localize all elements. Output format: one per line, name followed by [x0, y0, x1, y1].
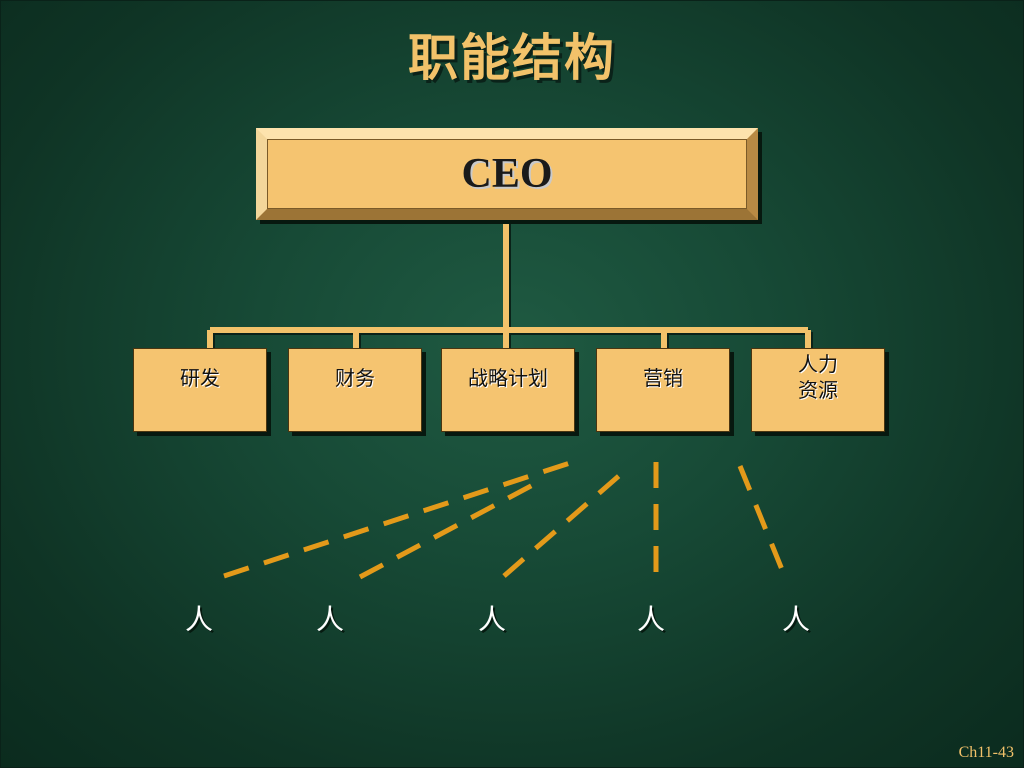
dept-box-rd: 研发: [133, 348, 267, 432]
person-4: 人: [636, 603, 665, 636]
dashed-lines: [223, 458, 788, 580]
dept-box-strategy: 战略计划: [441, 348, 575, 432]
person-5: 人: [781, 603, 810, 636]
dept-label-strategy: 战略计划: [468, 366, 548, 390]
dashed-line-3: [502, 466, 630, 578]
ceo-box-inner: CEO: [267, 139, 747, 209]
dept-box-hr: 人力 资源: [751, 348, 885, 432]
dept-box-finance: 财务: [288, 348, 422, 432]
slide-title: 职能结构: [408, 29, 616, 87]
dashed-line-1: [223, 458, 577, 579]
person-3: 人: [477, 603, 506, 636]
ceo-label: CEO: [461, 151, 553, 197]
person-2: 人: [315, 603, 344, 636]
dept-label-marketing: 营销: [643, 366, 683, 390]
dashed-line-2: [358, 476, 546, 580]
dept-box-marketing: 营销: [596, 348, 730, 432]
dept-label-rd: 研发: [180, 366, 220, 390]
person-1: 人: [184, 603, 213, 636]
solid-connectors-fill: [207, 222, 811, 348]
dashed-line-5: [737, 465, 788, 578]
slide-number: Ch11-43: [958, 744, 1014, 761]
ceo-box: CEO: [256, 128, 758, 220]
dept-label-hr: 人力 资源: [798, 352, 838, 402]
dept-label-finance: 财务: [335, 366, 375, 390]
